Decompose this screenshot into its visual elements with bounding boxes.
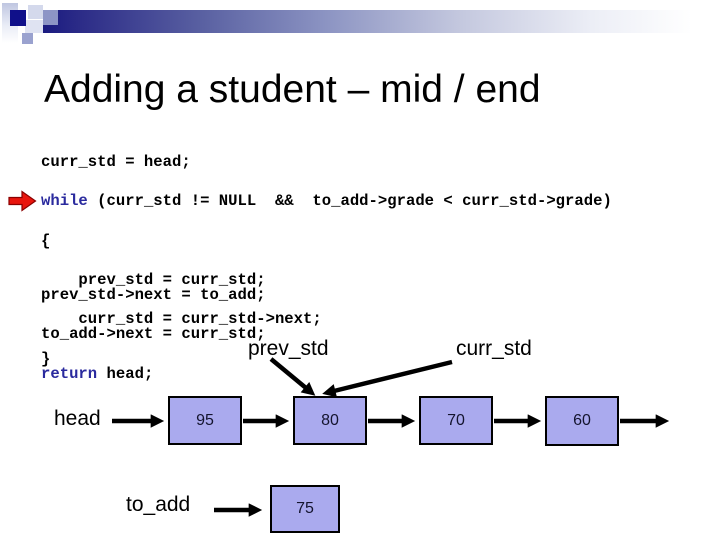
node-value: 80	[321, 411, 339, 429]
node-value: 95	[196, 411, 214, 429]
code-line: prev_std = curr_std;	[41, 271, 612, 291]
list-node: 95	[168, 396, 242, 445]
code-block-insert: prev_std->next = to_add; to_add->next = …	[41, 266, 266, 404]
code-text: curr_std = curr_std->next;	[41, 310, 322, 329]
to-add-label: to_add	[126, 493, 191, 516]
code-text: prev_std->next = to_add;	[41, 285, 266, 304]
to-add-node: 75	[270, 485, 340, 533]
header-square-mid-2	[22, 33, 33, 44]
curr-std-label: curr_std	[456, 337, 532, 360]
code-text: curr_std = head;	[41, 152, 191, 171]
node-value: 75	[296, 500, 314, 517]
header-square-pale-2	[25, 20, 43, 33]
keyword-return: return	[41, 364, 98, 383]
code-text: to_add->next = curr_std;	[41, 325, 266, 344]
header-square-pale	[28, 5, 43, 19]
head-label: head	[54, 407, 101, 430]
list-node: 80	[293, 396, 367, 445]
code-line: curr_std = curr_std->next;	[41, 310, 612, 330]
code-text: }	[41, 349, 51, 368]
header-square-mid	[43, 10, 58, 25]
list-node: 60	[545, 396, 619, 446]
code-line: to_add->next = curr_std;	[41, 325, 266, 345]
node-value: 60	[573, 412, 591, 429]
code-line: prev_std->next = to_add;	[41, 286, 266, 306]
prev-std-label: prev_std	[248, 337, 329, 360]
slide-title: Adding a student – mid / end	[44, 68, 541, 111]
code-text: {	[41, 231, 51, 250]
code-block-loop: curr_std = head; while (curr_std != NULL…	[41, 133, 612, 389]
code-line: {	[41, 232, 612, 252]
node-value: 70	[447, 411, 465, 429]
current-line-marker-icon	[8, 190, 37, 212]
code-text: prev_std = curr_std;	[41, 270, 266, 289]
code-line: }	[41, 350, 612, 370]
code-line: return head;	[41, 365, 266, 385]
list-node: 70	[419, 396, 493, 445]
code-line: curr_std = head;	[41, 153, 612, 173]
code-text: head;	[97, 364, 154, 383]
code-text: (curr_std != NULL && to_add->grade < cur…	[87, 192, 612, 211]
header-square-navy	[10, 10, 26, 26]
code-line: while (curr_std != NULL && to_add->grade…	[41, 192, 612, 212]
header-gradient-bar	[43, 10, 712, 33]
keyword-while: while	[41, 192, 88, 211]
